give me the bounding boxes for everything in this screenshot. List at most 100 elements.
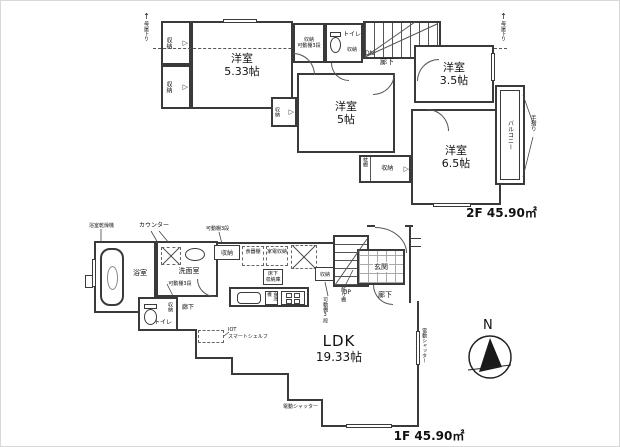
underfloor-storage-label: 床下 収納庫 — [265, 270, 281, 283]
dish-shelf-label: 食器棚 — [245, 249, 261, 255]
window — [346, 424, 392, 428]
toilet-label: トイレ — [153, 319, 172, 326]
toilet-2f: トイレ 収納 — [325, 23, 363, 63]
bathtub-inner — [107, 266, 118, 290]
kitchen-sink-icon — [237, 292, 261, 304]
closet-label: 収納 — [274, 107, 280, 117]
area-1f-label: 1F 45.90㎡ — [393, 429, 465, 443]
hall-2f-label: 廊下 — [380, 58, 394, 66]
sink-icon — [185, 248, 205, 261]
movable-shelf-right-label: 可動棚3段 — [322, 297, 329, 323]
toilet-bowl-icon — [330, 37, 341, 53]
window — [223, 19, 257, 23]
washroom-label: 洗面室 — [178, 267, 200, 275]
toilet-bowl-icon — [144, 309, 157, 325]
washing-machine-area — [161, 247, 181, 265]
closet-label: 収納 — [319, 271, 330, 278]
balcony: バルコニー — [495, 85, 525, 185]
closet-2f-room65: 枕棚 収納 ▷ — [359, 155, 411, 183]
door-arc — [373, 285, 393, 305]
toilet-1f: トイレ 収納 — [138, 297, 178, 331]
window — [92, 259, 96, 287]
arrow-up-icon: ↑ — [500, 12, 507, 21]
moya-label: 母屋下り — [500, 21, 506, 41]
window — [416, 331, 420, 365]
closet-label: 収納 — [165, 37, 172, 49]
area-2f-label: 2F 45.90㎡ — [466, 206, 537, 220]
iot-label: IOT — [228, 327, 237, 333]
stairs-closet: 収納 — [315, 267, 335, 281]
wall — [321, 401, 323, 427]
ldk-size-label: 19.33帖 — [315, 350, 363, 364]
closet-label: 収納 — [220, 250, 233, 257]
room-2f-533: 洋室 5.33帖 — [191, 21, 293, 109]
closet-label: 収納 — [165, 81, 172, 93]
porch-step-line — [411, 246, 421, 247]
water-heater — [85, 275, 93, 288]
toilet-closet-label: 収納 — [346, 47, 357, 53]
makura-shelf-label: 枕棚 — [361, 157, 371, 181]
iot-smart-shelf-area — [198, 330, 224, 343]
entrance-door-arc — [375, 227, 407, 253]
handrail-label: 手摺り — [529, 115, 536, 132]
closet-2f-top-left-upper: 収納 ▷ — [161, 21, 191, 65]
dish-shelf-area: 食器棚 — [242, 246, 264, 266]
room-label: 洋室 5.33帖 — [224, 51, 260, 78]
room-label: 洋室 6.5帖 — [441, 143, 471, 170]
dishwasher: 食洗機 — [265, 291, 278, 305]
moya-label: 母屋下り — [143, 21, 149, 41]
porch-step-line — [411, 238, 421, 239]
movable-shelf-mid-label: 可動棚3段 — [168, 281, 192, 287]
entrance-genkan: 玄関 — [357, 249, 405, 285]
iot-smart-shelf-label: IOT スマートシェルフ — [228, 327, 268, 341]
closet-label: 収納 — [381, 165, 394, 173]
window — [433, 203, 471, 207]
closet-2f-top-left-lower: 収納 ▷ — [161, 65, 191, 109]
toilet-closet-label: 収納 — [167, 302, 173, 312]
kitchen-closet: 収納 — [214, 245, 240, 260]
wall — [231, 373, 289, 375]
closet-door-triangle-icon: ▷ — [182, 82, 188, 91]
room-label: 洋室 3.5帖 — [439, 60, 469, 87]
wall — [195, 357, 233, 359]
moya-sagari-left: ↑ 母屋下り — [143, 12, 150, 42]
appliance-storage-area: 家電収納 — [266, 246, 288, 266]
toilet-tank-icon — [330, 32, 341, 37]
shutter-right-label: 電動シャッター — [421, 328, 428, 363]
hall-left-label: 廊下 — [182, 304, 195, 311]
arrow-up-icon: ↑ — [143, 12, 150, 21]
wall — [367, 225, 375, 227]
compass-needle-icon — [479, 338, 502, 372]
room-2f-65: 洋室 6.5帖 — [411, 109, 501, 205]
counter-label: カウンター — [139, 222, 170, 229]
shutter-bottom-label: 電動シャッター — [283, 404, 319, 410]
closet-door-triangle-icon: ▷ — [403, 164, 409, 173]
window — [491, 53, 495, 81]
smart-shelf-label: スマートシェルフ — [228, 334, 268, 340]
display-shelf-label: 飾り棚 — [340, 287, 347, 302]
wall — [293, 61, 363, 63]
closet-door-triangle-icon: ▷ — [288, 107, 294, 116]
compass-chord — [467, 364, 512, 371]
stove-icon — [281, 291, 305, 305]
movable-shelf-top-label: 可動棚3段 — [206, 226, 230, 232]
room-label: 洋室 5帖 — [335, 99, 357, 126]
wall — [195, 331, 197, 359]
compass: N — [467, 318, 512, 379]
wall — [409, 227, 411, 303]
wall — [287, 375, 289, 401]
genkan-label: 玄関 — [373, 262, 389, 272]
closet-2f-room5: 収納 ▷ — [271, 97, 297, 127]
moya-sagari-right: ↑ 母屋下り — [500, 12, 507, 42]
bath-label: 浴室 — [133, 269, 147, 277]
stairs-dn-label: DN — [365, 50, 375, 57]
toilet-tank-icon — [144, 304, 157, 309]
closet-door-triangle-icon: ▷ — [182, 38, 188, 47]
dishwasher-label: 食洗機 — [266, 292, 278, 301]
compass-circle — [468, 335, 512, 379]
wall — [178, 329, 197, 331]
wall — [216, 242, 347, 244]
bathtub-icon — [100, 248, 124, 306]
compass-n-label: N — [483, 318, 493, 333]
